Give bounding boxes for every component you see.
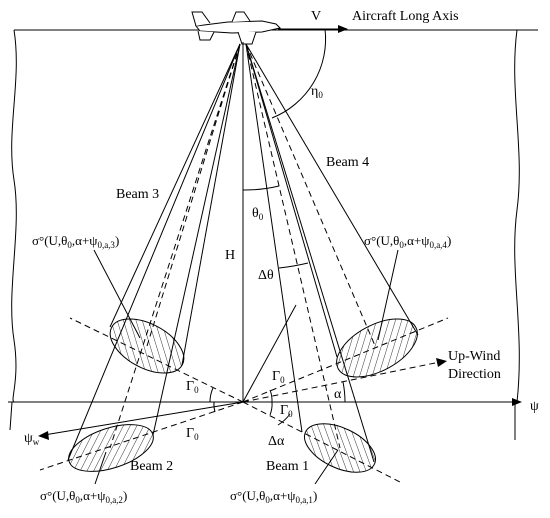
psi-w-label: ψw	[24, 431, 40, 447]
beam4-sigma-leader	[377, 249, 399, 341]
gamma-label-right-upper: Γ0	[272, 369, 285, 385]
right-wavy-border	[514, 29, 520, 403]
gamma-arc-left-lower	[213, 401, 216, 413]
theta-label: θ0	[252, 206, 264, 222]
theta-arc	[242, 185, 280, 191]
upwind-arrow	[242, 358, 447, 403]
beam1-sigma-label: σ°(U,θ0,α+ψ0,a,1)	[230, 488, 317, 505]
alpha-label: α	[334, 387, 342, 402]
eta-label: η0	[311, 84, 323, 100]
beam3-label: Beam 3	[116, 187, 159, 202]
aircraft-icon	[191, 11, 281, 45]
gamma-label-left-upper: Γ0	[186, 379, 199, 395]
upwind-label-line1: Up-Wind	[448, 349, 500, 364]
beam3-sigma-label: σ°(U,θ0,α+ψ0,a,3)	[32, 233, 119, 250]
beam3-cone	[109, 43, 241, 374]
delta-theta-arc	[278, 262, 309, 269]
beam4-sigma-label: σ°(U,θ0,α+ψ0,a,4)	[364, 233, 451, 250]
gamma-arc-right-upper	[269, 389, 273, 403]
beam4-label: Beam 4	[326, 155, 369, 170]
frame	[8, 29, 538, 440]
beam2-ground-projection	[39, 401, 244, 471]
delta-alpha-label: Δα	[268, 434, 285, 449]
gamma-arc-left-upper	[209, 387, 214, 403]
beam2-sigma-label: σ°(U,θ0,α+ψ0,a,2)	[40, 488, 127, 505]
gamma-label-right-lower: Γ0	[280, 403, 293, 419]
velocity-label: V	[311, 9, 321, 24]
alpha-arc	[342, 381, 346, 403]
delta-alpha-arc	[277, 413, 291, 426]
beam1-label: Beam 1	[266, 459, 309, 474]
delta-theta-label: Δθ	[258, 268, 274, 283]
beam2-label: Beam 2	[130, 459, 173, 474]
beam2-sigma-leader	[94, 451, 107, 485]
upwind-label-line2: Direction	[448, 367, 501, 382]
beam3-ground-projection	[69, 317, 244, 403]
psi-w-arrow	[38, 401, 244, 440]
velocity-arrow	[278, 25, 348, 33]
psi-axis-arrowhead	[512, 398, 522, 406]
beam4-azimuth-line	[242, 304, 297, 403]
aircraft-axis-label: Aircraft Long Axis	[352, 9, 459, 24]
eta-arc	[271, 28, 327, 119]
gamma-label-left-lower: Γ0	[186, 426, 199, 442]
psi-label: ψ	[530, 399, 539, 414]
beam4-ground-projection	[242, 317, 449, 403]
left-border-tail	[9, 401, 13, 431]
beam1-cone	[245, 43, 376, 473]
left-wavy-border	[11, 29, 17, 403]
beam2-cone	[67, 43, 241, 472]
height-label: H	[225, 248, 235, 263]
beam4-cone	[245, 43, 419, 378]
gamma-arc-right-lower	[269, 401, 273, 416]
beam3-sigma-leader	[93, 249, 141, 339]
beam1-sigma-leader	[314, 449, 339, 485]
